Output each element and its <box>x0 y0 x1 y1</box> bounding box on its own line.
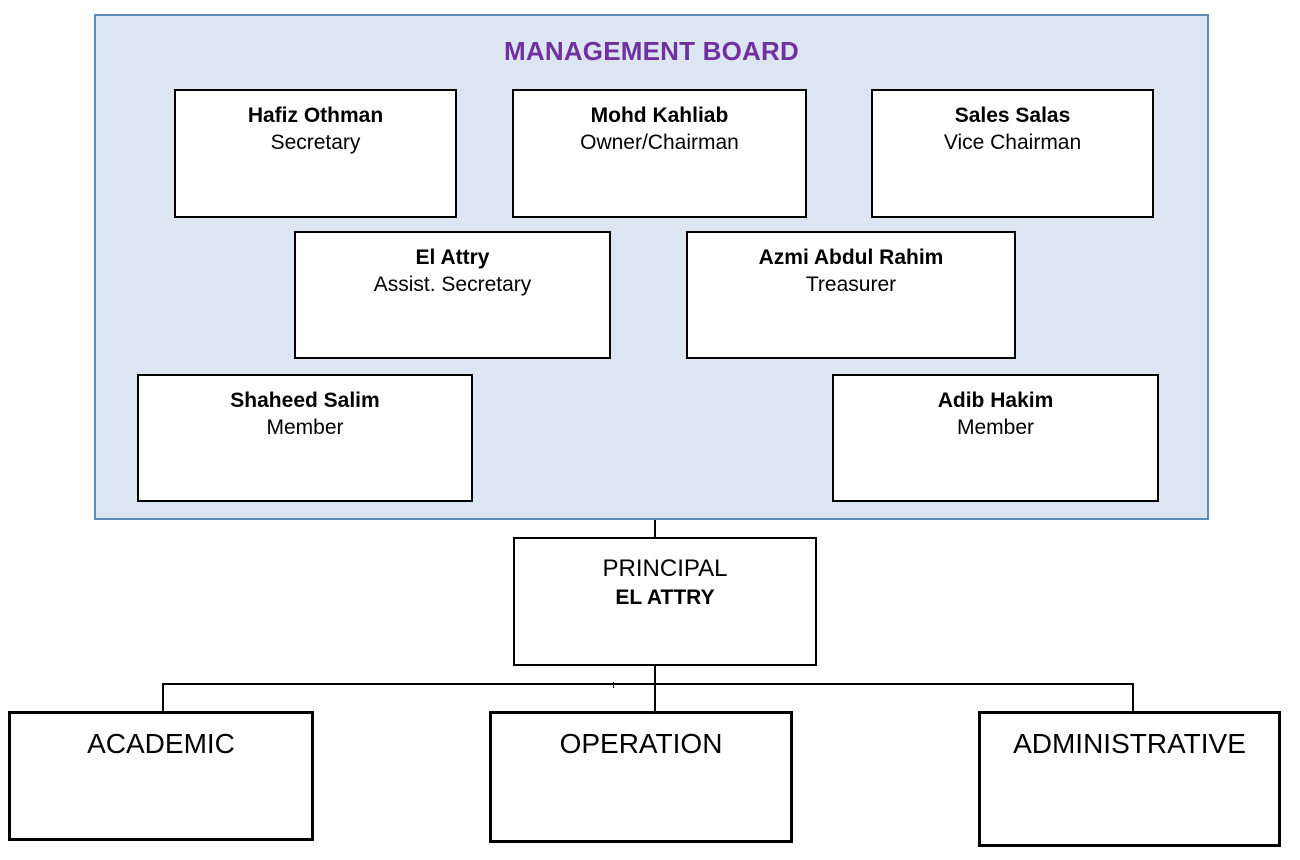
board-member-box-shaheed-salim[interactable]: Shaheed Salim Member <box>137 374 473 502</box>
board-member-name: Sales Salas <box>954 104 1071 127</box>
board-member-box-el-attry[interactable]: El Attry Assist. Secretary <box>294 231 611 359</box>
division-box-administrative[interactable]: ADMINISTRATIVE <box>978 711 1281 847</box>
division-label: ADMINISTRATIVE <box>1013 728 1246 759</box>
board-member-name: Mohd Kahliab <box>590 104 729 127</box>
board-member-role: Treasurer <box>805 272 897 296</box>
principal-name: EL ATTRY <box>615 586 715 610</box>
connector-principal-trunk <box>654 664 656 713</box>
board-member-name: Adib Hakim <box>937 389 1054 412</box>
management-board-title: MANAGEMENT BOARD <box>504 36 799 66</box>
division-label: ACADEMIC <box>87 728 235 759</box>
board-member-role: Secretary <box>270 130 361 154</box>
division-box-operation[interactable]: OPERATION <box>489 711 793 843</box>
board-member-name: Shaheed Salim <box>230 389 380 412</box>
connector-board-to-principal <box>654 520 656 539</box>
board-member-role: Vice Chairman <box>943 130 1082 154</box>
board-member-name: Azmi Abdul Rahim <box>758 246 944 269</box>
principal-title: PRINCIPAL <box>602 555 728 582</box>
connector-division-bus <box>162 683 1134 685</box>
connector-to-academic <box>162 683 164 712</box>
board-member-box-hafiz-othman[interactable]: Hafiz Othman Secretary <box>174 89 457 218</box>
principal-box[interactable]: PRINCIPAL EL ATTRY <box>513 537 817 666</box>
connector-tick-mark <box>613 682 614 688</box>
division-box-academic[interactable]: ACADEMIC <box>8 711 314 841</box>
board-member-box-mohd-kahliab[interactable]: Mohd Kahliab Owner/Chairman <box>512 89 807 218</box>
board-member-role: Owner/Chairman <box>580 130 739 154</box>
board-member-box-azmi-abdul-rahim[interactable]: Azmi Abdul Rahim Treasurer <box>686 231 1016 359</box>
board-member-name: El Attry <box>415 246 490 269</box>
connector-to-administrative <box>1132 683 1134 712</box>
board-member-role: Member <box>266 415 344 439</box>
board-member-role: Member <box>956 415 1035 439</box>
board-member-box-adib-hakim[interactable]: Adib Hakim Member <box>832 374 1159 502</box>
board-member-box-sales-salas[interactable]: Sales Salas Vice Chairman <box>871 89 1154 218</box>
board-member-name: Hafiz Othman <box>247 104 384 127</box>
board-member-role: Assist. Secretary <box>373 272 532 296</box>
division-label: OPERATION <box>559 728 723 759</box>
